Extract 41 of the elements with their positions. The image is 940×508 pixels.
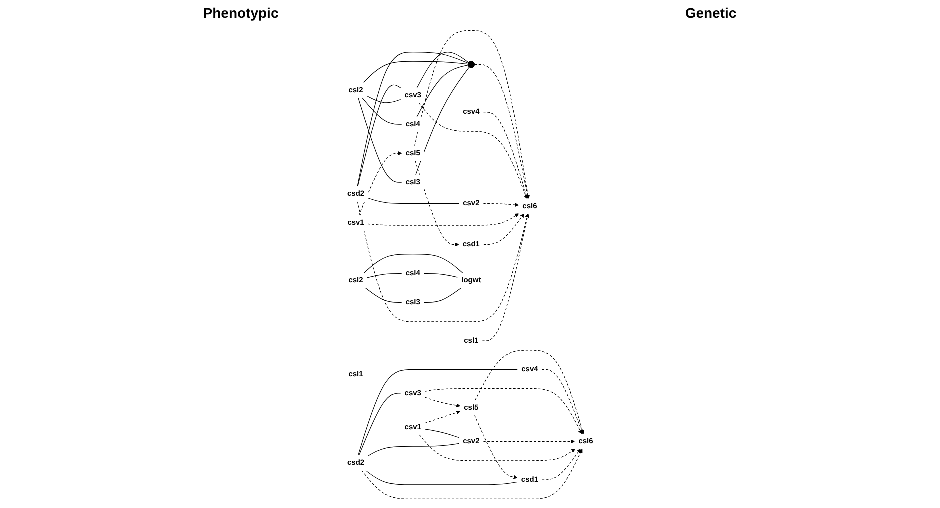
connector — [366, 273, 402, 278]
connector — [357, 84, 401, 188]
connector — [362, 61, 468, 84]
connector — [368, 198, 460, 204]
connector — [362, 98, 402, 125]
arrow — [424, 388, 582, 434]
arrow — [414, 30, 530, 200]
arrow — [424, 397, 460, 408]
arrow — [482, 440, 575, 444]
connector — [363, 254, 463, 274]
connector — [358, 393, 401, 456]
arrow — [358, 152, 402, 216]
connector — [415, 67, 470, 176]
connector — [366, 96, 401, 104]
connector — [358, 369, 518, 456]
arrow — [482, 112, 528, 200]
arrow — [474, 64, 530, 200]
connector — [358, 98, 402, 183]
arrow — [483, 214, 524, 246]
arrow — [357, 201, 529, 322]
arrow — [367, 214, 519, 226]
arrow — [414, 160, 459, 247]
connector — [424, 429, 460, 438]
panel-title: Genetic — [685, 5, 737, 21]
connector — [365, 470, 518, 486]
connector — [423, 273, 458, 278]
connector — [423, 288, 462, 304]
panel-title: Phenotypic — [203, 5, 279, 21]
arrow — [541, 369, 584, 434]
connector — [416, 65, 468, 118]
connector — [416, 52, 469, 88]
arrow — [424, 410, 460, 424]
connector — [356, 52, 468, 188]
arrow — [474, 350, 584, 434]
arrow — [474, 415, 518, 480]
connector — [365, 288, 402, 304]
arrow — [482, 203, 519, 208]
arrow — [361, 449, 582, 500]
connector — [368, 443, 460, 456]
arrow — [542, 449, 580, 480]
arrow — [482, 214, 530, 342]
